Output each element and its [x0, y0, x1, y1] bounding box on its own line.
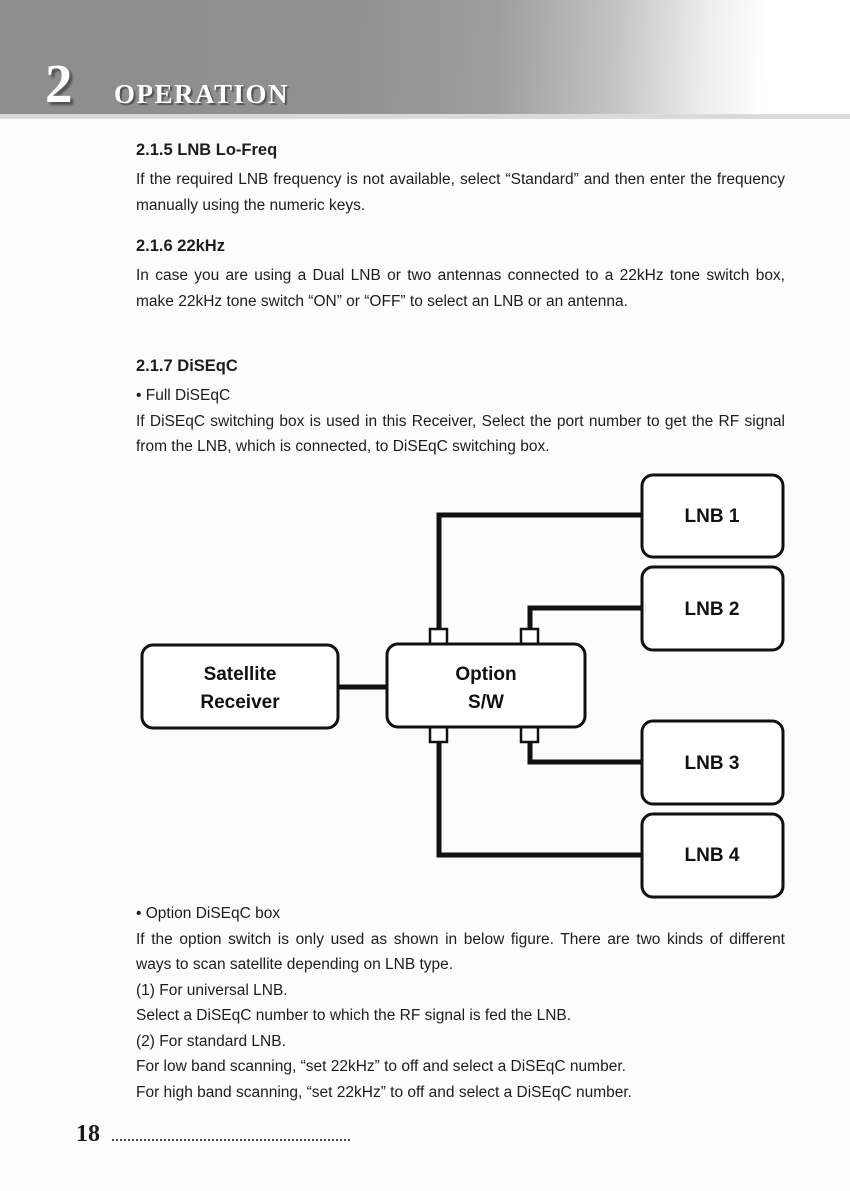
lnb3-box [640, 719, 785, 806]
lnb4-box [640, 812, 785, 899]
section-body: If the required LNB frequency is not ava… [136, 171, 785, 214]
option-section-line: For high band scanning, “set 22kHz” to o… [136, 1083, 632, 1101]
section-heading: 2.1.6 22kHz [136, 237, 225, 255]
satellite-receiver-label-line2: Receiver [200, 692, 280, 713]
section-body: If DiSEqC switching box is used in this … [136, 412, 785, 456]
node-lnb4: LNB 4 [640, 812, 785, 899]
bullet-full-diseqc: • Full DiSEqC [136, 387, 231, 404]
section-lnb-lo-freq: 2.1.5 LNB Lo-Freq If the required LNB fr… [136, 141, 785, 218]
diseqc-wiring-diagram: Satellite Receiver Option S/W LNB 1 LNB … [140, 473, 785, 899]
lnb4-label: LNB 4 [685, 845, 740, 866]
section-heading: 2.1.5 LNB Lo-Freq [136, 141, 278, 159]
lnb3-label: LNB 3 [685, 753, 740, 774]
wire-switch-to-lnb3 [527, 738, 646, 765]
node-lnb3: LNB 3 [640, 719, 785, 806]
section-body: In case you are using a Dual LNB or two … [136, 267, 785, 310]
option-section-paragraph: If the option switch is only used as sho… [136, 930, 785, 974]
lnb2-box [640, 565, 785, 652]
wire-switch-to-lnb2 [527, 605, 646, 633]
wire-switch-to-lnb1 [436, 512, 646, 633]
option-switch-label-line2: S/W [468, 692, 504, 713]
satellite-receiver-box [140, 643, 340, 730]
section-diseqc: 2.1.7 DiSEqC • Full DiSEqC If DiSEqC swi… [136, 357, 785, 460]
bullet-option-diseqc-box: • Option DiSEqC box [136, 905, 281, 922]
lnb2-label: LNB 2 [685, 599, 740, 620]
lnb1-box [640, 473, 785, 559]
satellite-receiver-label-line1: Satellite [204, 664, 277, 685]
chapter-title: OPERATION [114, 79, 290, 109]
section-option-diseqc-box: • Option DiSEqC box If the option switch… [136, 901, 785, 1105]
option-section-line: Select a DiSEqC number to which the RF s… [136, 1007, 572, 1024]
node-option-switch: Option S/W [385, 642, 587, 729]
option-section-line: (2) For standard LNB. [136, 1032, 286, 1050]
option-section-line: For low band scanning, “set 22kHz” to of… [136, 1058, 626, 1075]
node-lnb1: LNB 1 [640, 473, 785, 559]
section-22khz: 2.1.6 22kHz In case you are using a Dual… [136, 237, 785, 314]
option-switch-label-line1: Option [455, 664, 516, 685]
node-lnb2: LNB 2 [640, 565, 785, 652]
wire-switch-to-lnb4 [436, 738, 646, 858]
option-section-line: (1) For universal LNB. [136, 981, 288, 999]
lnb1-label: LNB 1 [685, 506, 740, 527]
footer-dotted-rule [112, 1139, 350, 1141]
node-satellite-receiver: Satellite Receiver [140, 643, 340, 730]
option-switch-box [385, 642, 587, 729]
chapter-header-band: 2 OPERATION [0, 0, 850, 119]
page-number: 18 [76, 1121, 100, 1147]
section-heading: 2.1.7 DiSEqC [136, 357, 238, 375]
chapter-number: 2 [45, 53, 73, 114]
